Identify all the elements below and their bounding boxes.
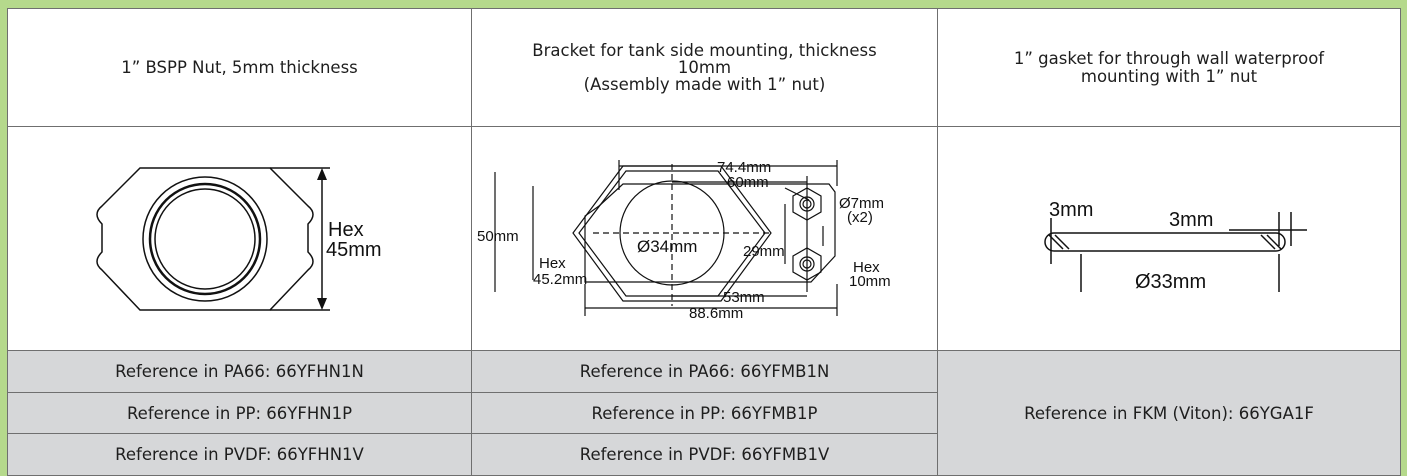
dim-53: 53mm	[723, 289, 765, 306]
product-table: 1” BSPP Nut, 5mm thickness Bracket for t…	[7, 7, 1401, 476]
dim-hole: Ø7mm	[839, 195, 884, 212]
dim-small-hex-label: Hex	[853, 259, 880, 276]
gasket-drawing: 3mm 3mm Ø33mm	[1044, 199, 1307, 293]
dim-88: 88.6mm	[689, 305, 743, 322]
dim-50: 50mm	[477, 228, 519, 245]
bracket-drawing-cell: 74.4mm 60mm Ø7mm (x2) 50mm Hex 45.2mm Ø3…	[471, 126, 938, 352]
gasket-title: 1” gasket for through wall waterproof mo…	[937, 7, 1401, 128]
gasket-width: 3mm	[1169, 209, 1213, 231]
dim-bore: Ø34mm	[637, 237, 697, 256]
gasket-diameter: Ø33mm	[1135, 271, 1206, 293]
bracket-title-line: Bracket for tank side mounting, thicknes…	[532, 40, 877, 60]
gasket-title-line: mounting with 1” nut	[1080, 66, 1258, 86]
dim-hex-label: Hex	[539, 255, 566, 272]
dim-small-hex-value: 10mm	[849, 273, 891, 290]
bracket-title: Bracket for tank side mounting, thicknes…	[471, 7, 938, 128]
reference-row: Reference in PA66: 66YFHN1N Reference in…	[7, 350, 1401, 476]
drawing-row: Hex 45mm	[7, 126, 1401, 352]
bracket-ref-pp: Reference in PP: 66YFMB1P	[471, 391, 938, 435]
gasket-thickness: 3mm	[1049, 199, 1093, 221]
nut-title: 1” BSPP Nut, 5mm thickness	[7, 7, 472, 128]
bracket-drawing: 74.4mm 60mm Ø7mm (x2) 50mm Hex 45.2mm Ø3…	[477, 159, 891, 322]
nut-hex-value: 45mm	[326, 239, 382, 261]
gasket-title-line: 1” gasket for through wall waterproof	[1013, 49, 1325, 69]
reference-row: Reference in PP: 66YFHN1P Reference in P…	[7, 391, 1401, 435]
reference-row: Reference in PVDF: 66YFHN1V Reference in…	[7, 433, 1401, 476]
nut-ref-pa66: Reference in PA66: 66YFHN1N	[7, 350, 472, 393]
bracket-ref-pvdf: Reference in PVDF: 66YFMB1V	[471, 433, 938, 476]
nut-ref-pvdf: Reference in PVDF: 66YFHN1V	[7, 433, 472, 476]
bracket-ref-pa66: Reference in PA66: 66YFMB1N	[471, 350, 938, 393]
header-row: 1” BSPP Nut, 5mm thickness Bracket for t…	[7, 7, 1401, 128]
nut-drawing: Hex 45mm	[95, 166, 382, 311]
dim-74: 74.4mm	[717, 159, 771, 176]
dim-hex-value: 45.2mm	[533, 271, 587, 288]
nut-hex-label: Hex	[328, 219, 364, 241]
gasket-drawing-cell: 3mm 3mm Ø33mm	[937, 126, 1401, 352]
gasket-ref: Reference in FKM (Viton): 66YGA1F	[937, 350, 1401, 476]
bracket-title-line: (Assembly made with 1” nut)	[583, 75, 826, 95]
dim-60: 60mm	[727, 174, 769, 191]
nut-drawing-cell: Hex 45mm	[7, 126, 472, 352]
dim-hole-count: (x2)	[847, 209, 873, 226]
nut-ref-pp: Reference in PP: 66YFHN1P	[7, 391, 472, 435]
dim-29: 29mm	[743, 243, 785, 260]
bracket-title-line: 10mm	[677, 57, 732, 77]
